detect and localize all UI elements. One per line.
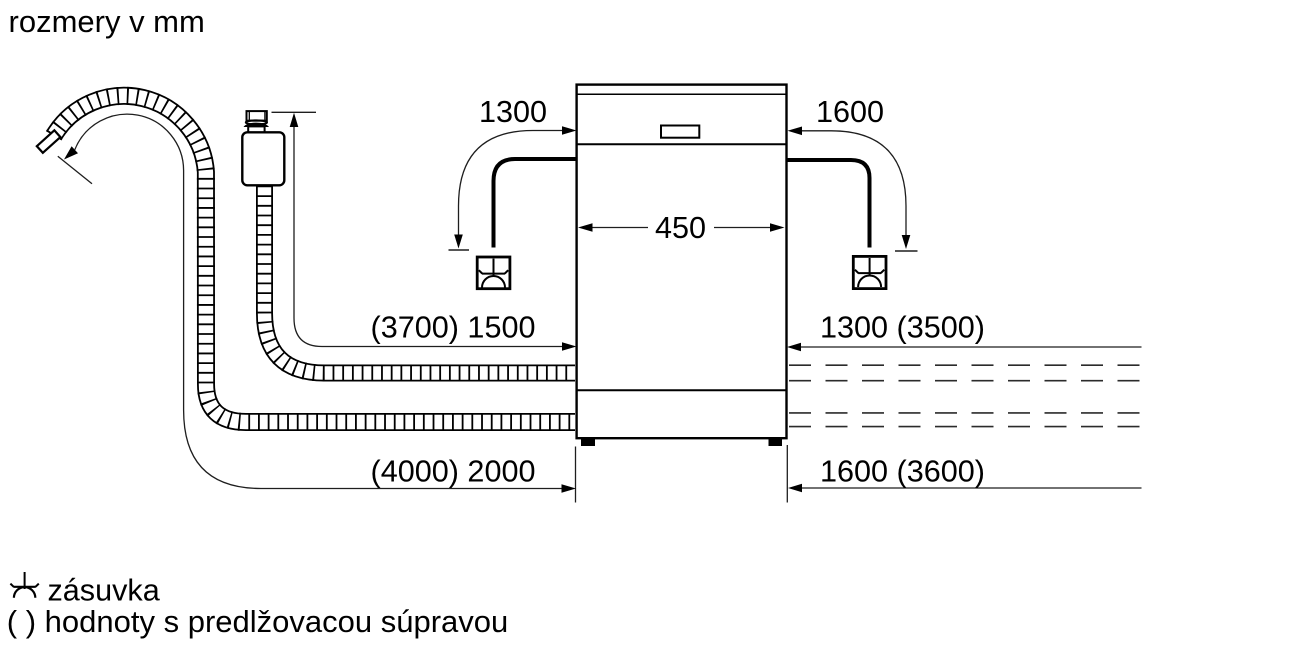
svg-text:zásuvka: zásuvka: [48, 574, 161, 608]
svg-text:( ) hodnoty s predlžovacou súp: ( ) hodnoty s predlžovacou súpravou: [7, 604, 508, 639]
svg-text:1300: 1300: [479, 95, 547, 129]
svg-text:1300 (3500): 1300 (3500): [820, 311, 985, 345]
svg-text:(3700) 1500: (3700) 1500: [371, 311, 536, 345]
svg-text:1600: 1600: [816, 95, 884, 129]
svg-text:1600 (3600): 1600 (3600): [820, 455, 985, 489]
svg-text:450: 450: [655, 211, 706, 245]
svg-text:rozmery v mm: rozmery v mm: [9, 4, 205, 39]
svg-text:(4000) 2000: (4000) 2000: [371, 455, 536, 489]
